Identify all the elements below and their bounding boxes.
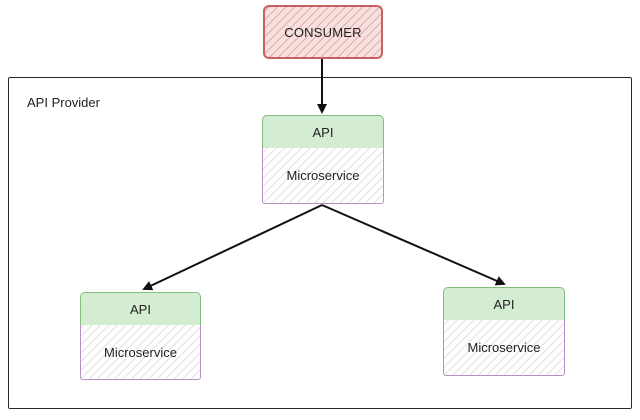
consumer-label: CONSUMER	[284, 24, 362, 40]
service-top-microservice-label: Microservice	[286, 168, 360, 183]
service-right-microservice-label: Microservice	[467, 340, 541, 355]
service-top-api-block: API	[262, 115, 384, 150]
service-top-microservice-block: Microservice	[262, 148, 384, 204]
service-top: API Microservice	[262, 115, 384, 204]
service-right-microservice-block: Microservice	[443, 320, 565, 376]
service-left: API Microservice	[80, 292, 201, 380]
arrow-top-to-right-service	[321, 204, 506, 286]
arrow-top-to-left-service	[142, 204, 323, 291]
consumer-box: CONSUMER	[263, 5, 383, 59]
service-left-microservice-label: Microservice	[104, 344, 177, 360]
service-right-api-label: API	[493, 297, 515, 312]
api-provider-label: API Provider	[27, 95, 100, 110]
service-right: API Microservice	[443, 287, 565, 376]
service-left-microservice-block: Microservice	[80, 325, 201, 380]
api-provider-frame	[8, 77, 632, 409]
service-left-api-label: API	[130, 302, 151, 317]
service-top-api-label: API	[312, 125, 334, 140]
